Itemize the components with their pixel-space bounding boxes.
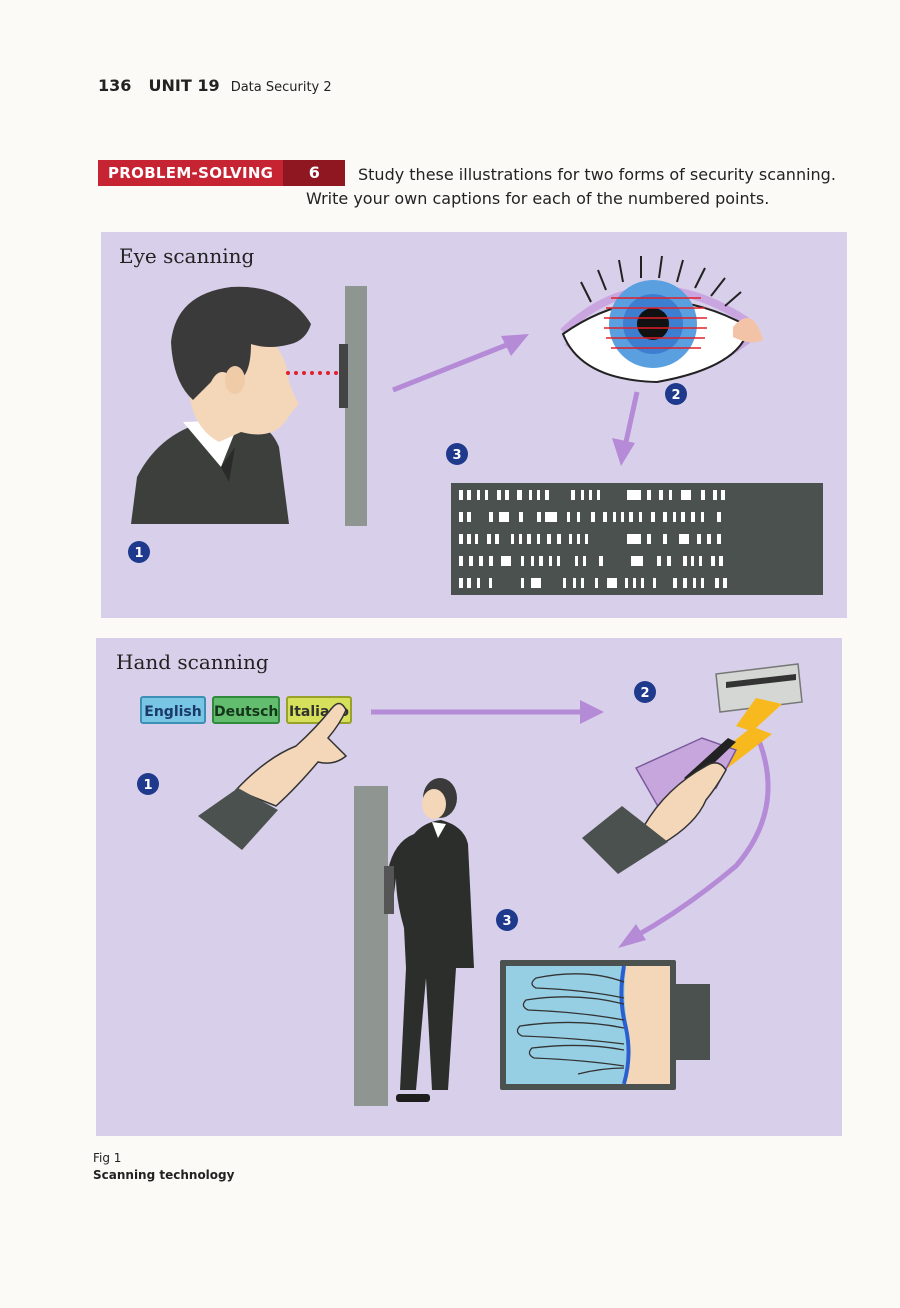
page-number: 136 — [98, 76, 132, 95]
eye-marker-3-text: 3 — [452, 448, 461, 463]
hand-marker-2-text: 2 — [640, 686, 649, 701]
eye-marker-2-text: 2 — [671, 388, 680, 403]
eye-marker-1-text: 1 — [134, 546, 143, 561]
eye-scanner-post — [345, 286, 367, 526]
eye-scanner-head — [339, 344, 348, 408]
hand-marker-3: 3 — [496, 909, 518, 931]
eye-marker-3: 3 — [446, 443, 468, 465]
hand-scanner-head — [384, 866, 394, 914]
hand-scanner-post — [354, 786, 388, 1106]
instruction-line-1: Study these illustrations for two forms … — [358, 165, 836, 184]
hand-marker-1-text: 1 — [143, 778, 152, 793]
unit-title: Data Security 2 — [230, 80, 332, 95]
unit-label: UNIT 19 — [148, 76, 220, 95]
task-number: 6 — [283, 160, 346, 186]
hand-flow-arrows — [371, 700, 771, 948]
english-button[interactable]: English — [140, 696, 206, 724]
hand-scanning-illustration: 1 2 3 — [137, 663, 803, 1106]
standing-man-illustration — [382, 778, 474, 1102]
task-label: PROBLEM-SOLVING — [98, 160, 284, 186]
hand-panel-title: Hand scanning — [116, 650, 269, 674]
eye-closeup-illustration — [560, 255, 763, 384]
page-header: 136 UNIT 19 Data Security 2 — [98, 76, 332, 95]
eye-flow-arrows — [392, 334, 640, 466]
task-badge: PROBLEM-SOLVING 6 — [98, 160, 346, 186]
man-profile-illustration — [131, 286, 311, 524]
task-instruction: Study these illustrations for two forms … — [306, 163, 846, 211]
deutsch-button[interactable]: Deutsch — [212, 696, 280, 724]
eye-panel-title: Eye scanning — [119, 244, 255, 268]
eye-marker-1: 1 — [128, 541, 150, 563]
hand-marker-3-text: 3 — [502, 914, 511, 929]
hand-marker-2: 2 — [634, 681, 656, 703]
eye-scan-beam — [286, 371, 338, 375]
instruction-line-2: Write your own captions for each of the … — [306, 189, 770, 208]
figure-number: Fig 1 — [93, 1151, 122, 1165]
eye-scanning-illustration: 1 2 3 — [128, 255, 823, 595]
eye-scanning-panel: Eye scanning — [101, 232, 847, 618]
palm-scanner-illustration — [500, 960, 710, 1090]
figure-title: Scanning technology — [93, 1168, 235, 1182]
iris-code-pattern — [451, 483, 823, 595]
hand-marker-1: 1 — [137, 773, 159, 795]
hand-scanning-panel: Hand scanning English Deutsch Italiano — [96, 638, 842, 1136]
hand-with-card-illustration — [582, 737, 738, 874]
figure-caption: Fig 1 Scanning technology — [93, 1150, 234, 1184]
pointing-hand-illustration — [198, 702, 348, 850]
eye-marker-2: 2 — [665, 383, 687, 405]
